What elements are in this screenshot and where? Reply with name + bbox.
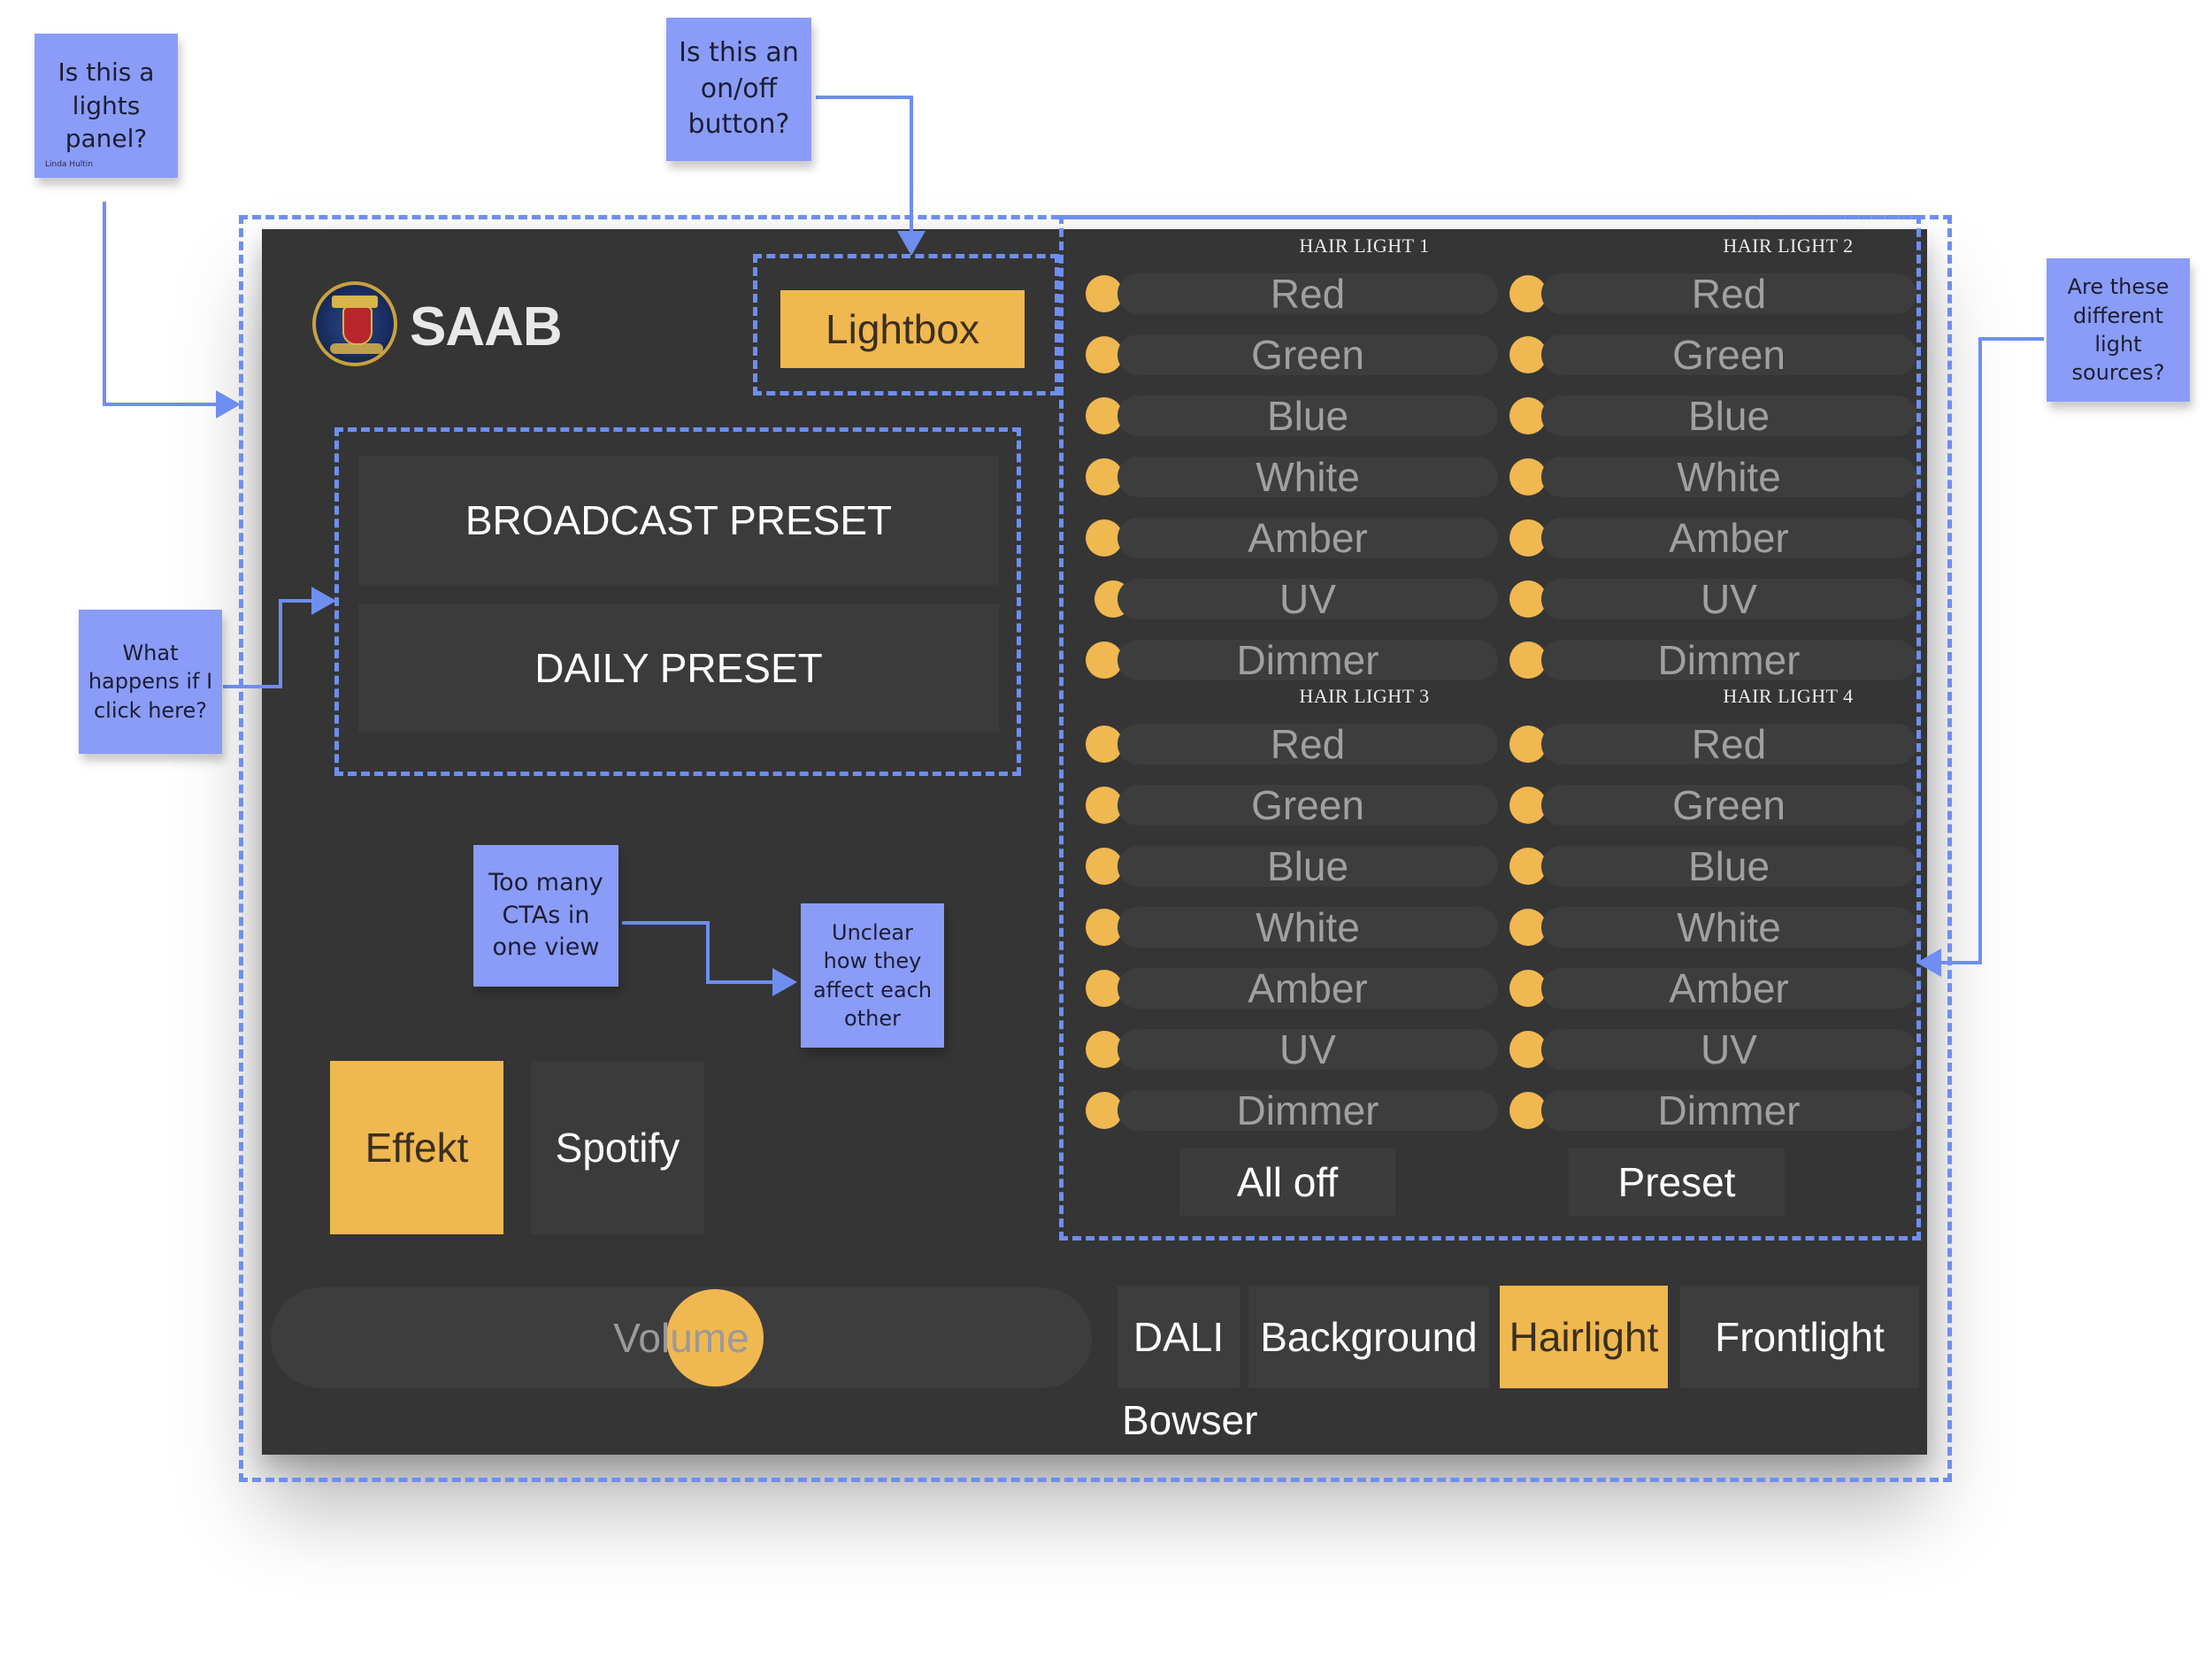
channel-toggle-dot[interactable] (1509, 909, 1547, 946)
channel-button[interactable]: Dimmer (1541, 1087, 1916, 1133)
tab-hairlight[interactable]: Hairlight (1500, 1286, 1668, 1388)
tab-dali[interactable]: DALI (1118, 1286, 1240, 1388)
channel-button[interactable]: Green (1541, 332, 1916, 378)
broadcast-preset-button[interactable]: BROADCAST PRESET (358, 456, 999, 585)
volume-label: Volume (613, 1315, 749, 1361)
channel-button[interactable]: UV (1541, 1026, 1916, 1072)
all-off-button[interactable]: All off (1179, 1148, 1395, 1216)
channel-toggle-dot[interactable] (1509, 519, 1547, 557)
channel-button[interactable]: Red (1541, 271, 1916, 317)
sticky-text: Are these different light sources? (2067, 274, 2170, 386)
channel-toggle-dot[interactable] (1509, 580, 1547, 618)
channel-button[interactable]: Red (1541, 721, 1916, 767)
channel-button[interactable]: Amber (1541, 515, 1916, 561)
emblem-ring (330, 343, 383, 354)
channel-toggle-dot[interactable] (1509, 1031, 1547, 1068)
channel-toggle-dot[interactable] (1509, 1092, 1547, 1129)
channel-toggle-dot[interactable] (1086, 641, 1123, 679)
channel-toggle-dot[interactable] (1086, 458, 1123, 495)
channel-button[interactable]: Blue (1118, 393, 1498, 439)
sticky-text: Too many CTAs in one view (488, 869, 603, 962)
channel-button[interactable]: Dimmer (1118, 1087, 1498, 1133)
channel-button[interactable]: White (1118, 454, 1498, 500)
channel-toggle-dot[interactable] (1086, 1092, 1123, 1129)
sticky-text: Is this a lights panel? (58, 57, 155, 154)
channel-toggle-dot[interactable] (1086, 275, 1123, 312)
saab-emblem-icon (312, 281, 397, 366)
channel-button[interactable]: UV (1118, 576, 1498, 622)
channel-toggle-dot[interactable] (1509, 458, 1547, 495)
spotify-button[interactable]: Spotify (531, 1061, 704, 1234)
channel-button[interactable]: Amber (1541, 965, 1916, 1011)
hair-light-title: HAIR LIGHT 4 (1723, 685, 1854, 707)
sticky-text: Is this an on/off button? (679, 37, 799, 141)
channel-button[interactable]: Blue (1118, 843, 1498, 889)
sticky-note-on-off: Is this an on/off button? (666, 18, 811, 161)
channel-toggle-dot[interactable] (1086, 970, 1123, 1007)
channel-button[interactable]: Dimmer (1118, 637, 1498, 683)
daily-preset-button[interactable]: DAILY PRESET (358, 603, 999, 733)
channel-button[interactable]: Dimmer (1541, 637, 1916, 683)
channel-button[interactable]: White (1541, 454, 1916, 500)
channel-button[interactable]: Amber (1118, 965, 1498, 1011)
channel-toggle-dot[interactable] (1509, 970, 1547, 1007)
preset-button[interactable]: Preset (1569, 1148, 1785, 1216)
channel-button[interactable]: UV (1541, 576, 1916, 622)
channel-button[interactable]: Green (1118, 332, 1498, 378)
channel-toggle-dot[interactable] (1086, 787, 1123, 824)
tab-bowser[interactable]: Bowser (1122, 1397, 1258, 1443)
sticky-note-unclear: Unclear how they affect each other (801, 903, 944, 1048)
channel-button[interactable]: Green (1541, 782, 1916, 828)
channel-toggle-dot[interactable] (1086, 1031, 1123, 1068)
channel-toggle-dot[interactable] (1086, 397, 1123, 434)
emblem-crown (332, 296, 378, 308)
channel-toggle-dot[interactable] (1086, 909, 1123, 946)
channel-toggle-dot[interactable] (1509, 641, 1547, 679)
channel-toggle-dot[interactable] (1086, 726, 1123, 763)
sticky-text: What happens if I click here? (88, 640, 213, 723)
channel-toggle-dot[interactable] (1509, 726, 1547, 763)
effekt-button[interactable]: Effekt (330, 1061, 503, 1234)
lightbox-button[interactable]: Lightbox (780, 290, 1025, 368)
channel-toggle-dot[interactable] (1086, 336, 1123, 373)
hair-light-title: HAIR LIGHT 2 (1723, 234, 1854, 257)
lights-outline-annotation (1059, 215, 1921, 1241)
sticky-text: Unclear how they affect each other (812, 919, 933, 1031)
channel-toggle-dot[interactable] (1509, 848, 1547, 885)
channel-button[interactable]: Red (1118, 271, 1498, 317)
sticky-note-click-here: What happens if I click here? (79, 610, 222, 754)
channel-button[interactable]: White (1541, 904, 1916, 950)
tab-background[interactable]: Background (1248, 1286, 1489, 1388)
sticky-note-light-sources: Are these different light sources? (2047, 258, 2190, 402)
channel-button[interactable]: Blue (1541, 393, 1916, 439)
logo-text: SAAB (410, 296, 563, 357)
channel-toggle-dot[interactable] (1086, 848, 1123, 885)
channel-button[interactable]: Amber (1118, 515, 1498, 561)
sticky-author: Linda Hultin (45, 160, 94, 169)
lightbox-outline-annotation (753, 254, 1059, 396)
presets-outline-annotation (334, 427, 1021, 776)
hair-light-title: HAIR LIGHT 3 (1299, 685, 1430, 707)
channel-toggle-dot[interactable] (1509, 336, 1547, 373)
channel-toggle-dot[interactable] (1509, 397, 1547, 434)
channel-button[interactable]: UV (1118, 1026, 1498, 1072)
channel-toggle-dot[interactable] (1509, 275, 1547, 312)
sticky-note-too-many-ctas: Too many CTAs in one view (473, 845, 618, 987)
volume-slider-handle[interactable] (666, 1289, 764, 1387)
channel-toggle-dot[interactable] (1086, 519, 1123, 557)
channel-button[interactable]: Red (1118, 721, 1498, 767)
saab-logo: SAAB (312, 281, 595, 370)
channel-toggle-dot[interactable] (1509, 787, 1547, 824)
sticky-note-lights-panel: Is this a lights panel? Linda Hultin (35, 34, 178, 178)
arrow-lights-panel (103, 202, 241, 419)
hair-light-title: HAIR LIGHT 1 (1299, 234, 1430, 257)
channel-button[interactable]: White (1118, 904, 1498, 950)
channel-button[interactable]: Green (1118, 782, 1498, 828)
channel-button[interactable]: Blue (1541, 843, 1916, 889)
tab-frontlight[interactable]: Frontlight (1680, 1286, 1919, 1388)
